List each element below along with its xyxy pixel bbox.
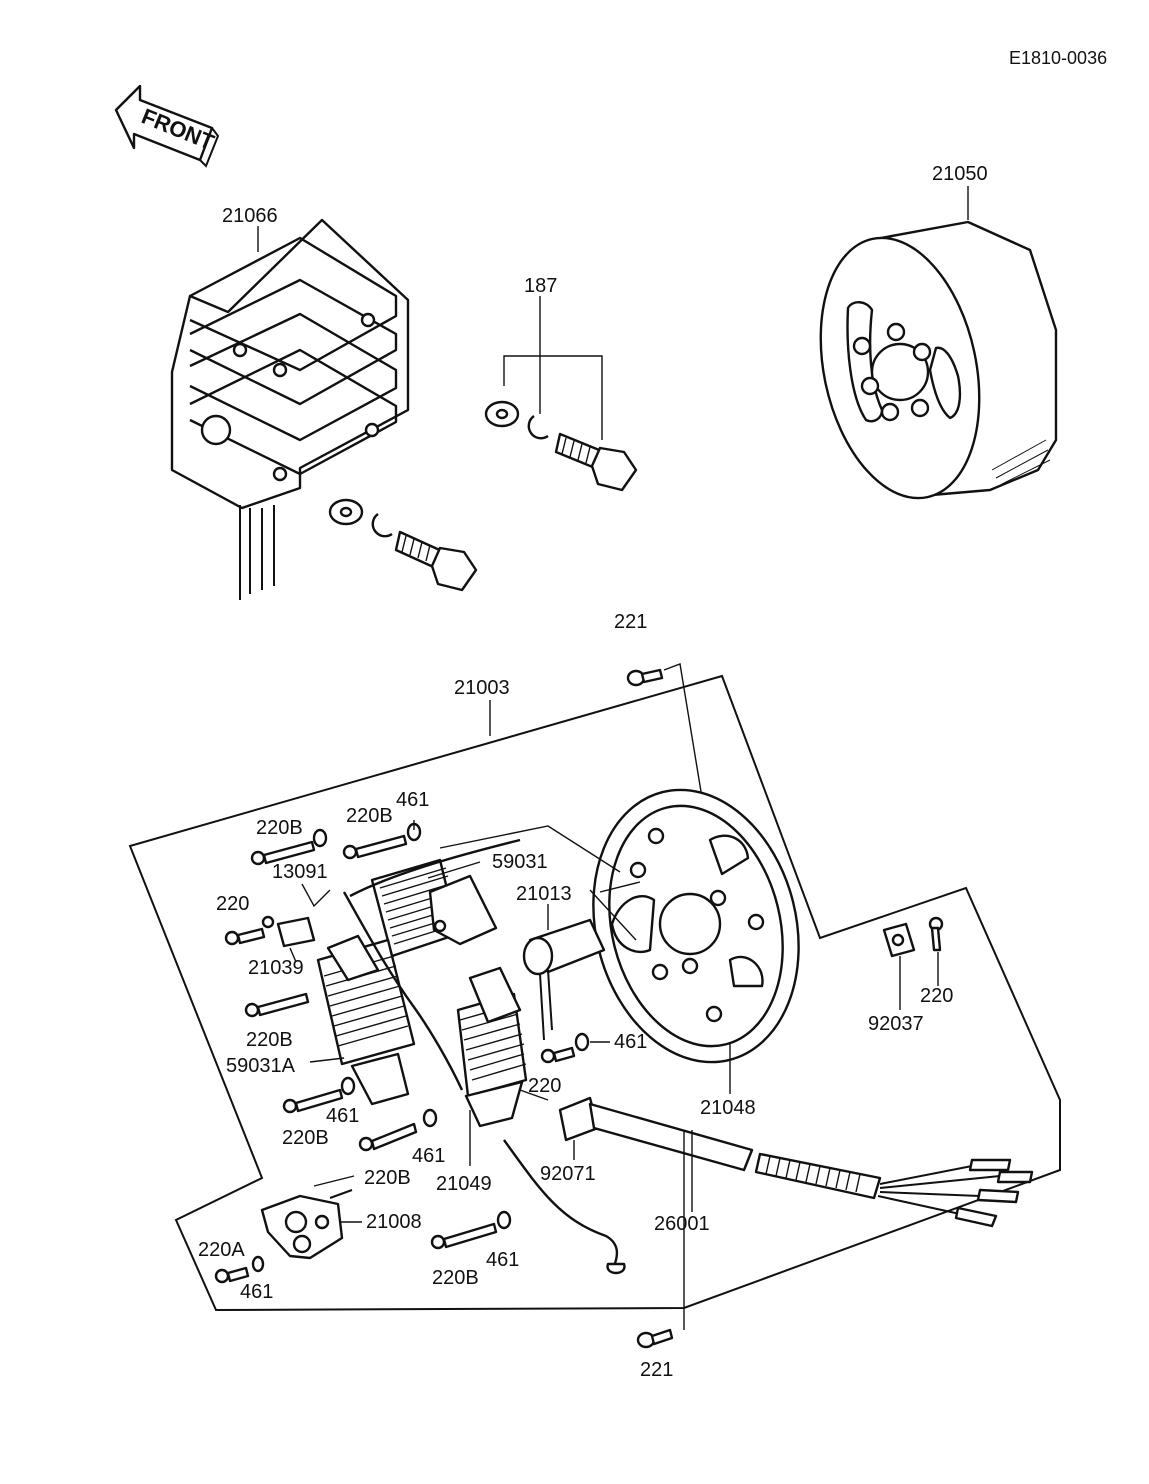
label-187: 187	[524, 275, 557, 297]
condenser	[522, 918, 606, 1041]
label-461-d: 461	[326, 1105, 359, 1127]
screw-220-b	[540, 1046, 576, 1064]
document-id: E1810-0036	[1009, 48, 1107, 68]
washer-461-f	[496, 1210, 512, 1230]
label-21013: 21013	[516, 883, 572, 905]
contact-breaker	[260, 1189, 353, 1260]
coil-21049	[456, 966, 528, 1128]
label-220B-e: 220B	[364, 1167, 411, 1189]
label-220B-a: 220B	[256, 817, 303, 839]
label-461-f: 461	[486, 1249, 519, 1271]
label-21048: 21048	[700, 1097, 756, 1119]
label-220B-f: 220B	[432, 1267, 479, 1289]
washer-461-e	[251, 1255, 265, 1273]
label-461-e: 461	[240, 1281, 273, 1303]
label-221-top: 221	[614, 611, 647, 633]
washer-461-a	[312, 828, 328, 848]
stator-plate	[592, 788, 800, 1064]
regulator-rectifier	[170, 218, 410, 600]
screw-220B-e	[358, 1122, 418, 1152]
ground-wire	[503, 1139, 619, 1267]
label-220-b: 220	[528, 1075, 561, 1097]
wiring-harness-26001	[588, 1102, 1034, 1228]
label-21066: 21066	[222, 205, 278, 227]
screw-220-a	[224, 927, 266, 946]
screw-220-c	[928, 916, 944, 952]
clamp-21039	[261, 915, 316, 948]
label-21008: 21008	[366, 1211, 422, 1233]
label-59031A: 59031A	[226, 1055, 296, 1077]
bracket-92037	[882, 922, 916, 958]
washer-461-c	[422, 1108, 438, 1128]
label-461-b: 461	[614, 1031, 647, 1053]
label-13091: 13091	[272, 861, 328, 883]
screw-220B-a	[250, 840, 316, 866]
label-461-a: 461	[396, 789, 429, 811]
screw-221-top	[626, 668, 664, 687]
front-arrow-icon: FRONT	[114, 84, 220, 168]
stator-core-frame	[342, 891, 464, 1091]
washer-461-b2	[574, 1032, 590, 1052]
screw-220B-c	[244, 992, 310, 1018]
rotor-flywheel	[819, 220, 1058, 500]
label-220B-b: 220B	[346, 805, 393, 827]
label-220B-c: 220B	[246, 1029, 293, 1051]
label-21050: 21050	[932, 163, 988, 185]
label-21049: 21049	[436, 1173, 492, 1195]
label-461-c: 461	[412, 1145, 445, 1167]
label-220-a: 220	[216, 893, 249, 915]
coil-59031	[370, 858, 498, 958]
screw-220B-b	[342, 834, 408, 860]
coil-59031A	[316, 934, 416, 1106]
screw-221-bottom	[636, 1328, 674, 1349]
label-220A: 220A	[198, 1239, 245, 1261]
label-221-bottom: 221	[640, 1359, 673, 1381]
label-92071: 92071	[540, 1163, 596, 1185]
washer-461-d	[340, 1076, 356, 1096]
label-21039: 21039	[248, 957, 304, 979]
label-59031: 59031	[492, 851, 548, 873]
label-21003: 21003	[454, 677, 510, 699]
screw-220B-f	[430, 1222, 498, 1250]
stator-assembly-outline	[128, 674, 1061, 1312]
screw-220A	[214, 1266, 250, 1284]
label-220-c: 220	[920, 985, 953, 1007]
label-220B-d: 220B	[282, 1127, 329, 1149]
bolt-set-lower	[328, 498, 478, 592]
label-92037: 92037	[868, 1013, 924, 1035]
screw-220B-d	[282, 1088, 344, 1114]
bolt-set-187	[484, 400, 638, 492]
label-26001: 26001	[654, 1213, 710, 1235]
